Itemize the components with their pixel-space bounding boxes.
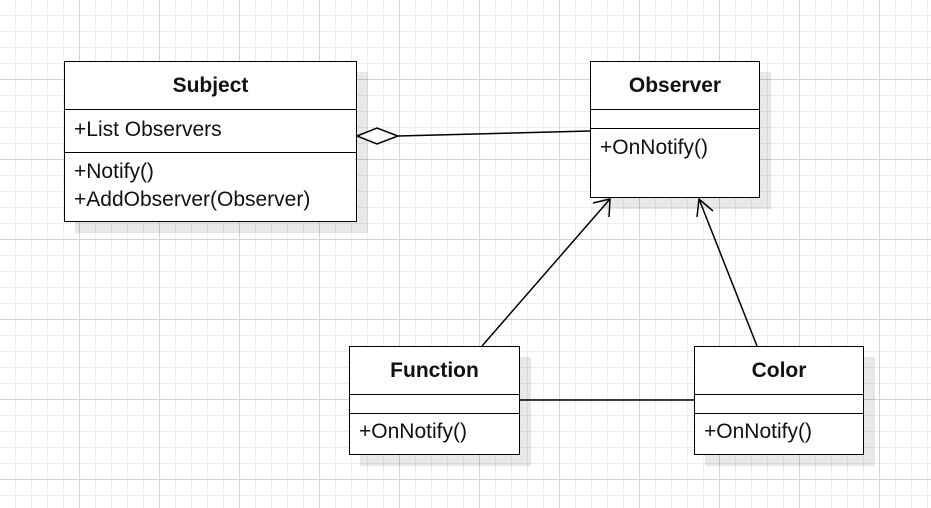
aggregation-diamond[interactable] [354,127,401,145]
class-subject[interactable]: Subject +List Observers +Notify() +AddOb… [64,61,357,222]
open-arrowhead-function-observer [592,198,611,218]
class-observer[interactable]: Observer +OnNotify() [590,61,760,198]
class-color[interactable]: Color +OnNotify() [694,346,864,455]
class-observer-operations: +OnNotify() [591,129,759,162]
class-function-name: Function [350,347,519,395]
class-subject-attribute: +List Observers [74,118,222,141]
class-color-attributes [695,395,863,414]
class-function[interactable]: Function +OnNotify() [349,346,520,455]
class-function-attributes [350,395,519,414]
class-observer-operation: +OnNotify() [600,136,708,159]
association-line-function-observer[interactable] [481,198,611,347]
association-line-color-observer[interactable] [698,198,758,347]
open-arrowhead-color-observer [696,197,714,218]
aggregation-line-subject-observer[interactable] [397,130,591,137]
class-color-name: Color [695,347,863,395]
class-color-operations: +OnNotify() [695,414,863,446]
class-function-operations: +OnNotify() [350,414,519,446]
class-observer-name: Observer [591,62,759,110]
class-subject-attributes: +List Observers [65,110,356,153]
class-subject-operations: +Notify() +AddObserver(Observer) [65,153,356,214]
class-observer-attributes [591,110,759,129]
class-subject-operation: +AddObserver(Observer) [74,188,311,211]
class-function-operation: +OnNotify() [359,420,467,443]
class-subject-name: Subject [65,62,356,110]
class-subject-operation: +Notify() [74,160,154,183]
class-color-operation: +OnNotify() [704,420,812,443]
